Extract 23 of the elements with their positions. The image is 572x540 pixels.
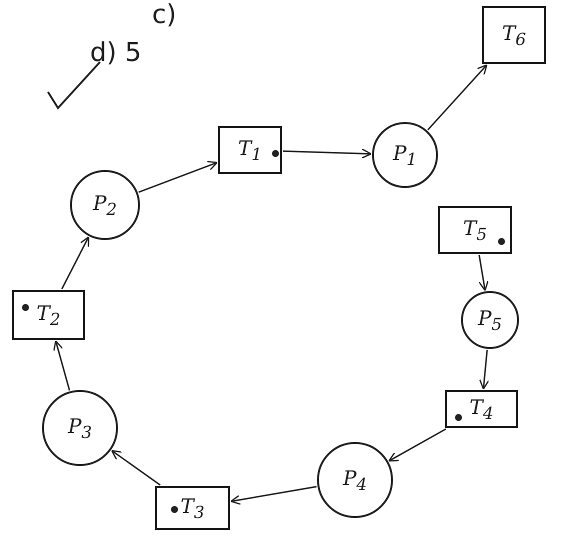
place-circle: P$_{3}$ — [42, 390, 118, 466]
arrow — [282, 148, 372, 159]
transition-box: T$_{6}$ — [482, 6, 546, 64]
transition-box: T$_{3}$ — [155, 486, 230, 530]
arrow — [479, 350, 490, 390]
transition-box: T$_{5}$ — [438, 206, 512, 254]
arrow — [427, 64, 488, 130]
arrow — [230, 486, 317, 505]
arrow — [478, 254, 489, 292]
place-circle: P$_{4}$ — [317, 442, 393, 518]
transition-box: T$_{2}$ — [12, 290, 85, 340]
arrow — [61, 236, 90, 290]
transition-box: T$_{1}$ — [218, 126, 282, 174]
place-circle: P$_{5}$ — [461, 291, 519, 349]
arrow — [53, 340, 70, 391]
arrow — [138, 160, 218, 193]
place-circle: P$_{1}$ — [372, 122, 438, 188]
arrow — [111, 450, 161, 486]
transition-box: T$_{4}$ — [445, 390, 518, 428]
option-label: d) 5 — [90, 38, 142, 68]
arrow — [388, 428, 446, 462]
option-label: c) — [152, 0, 176, 30]
place-circle: P$_{2}$ — [70, 170, 140, 240]
